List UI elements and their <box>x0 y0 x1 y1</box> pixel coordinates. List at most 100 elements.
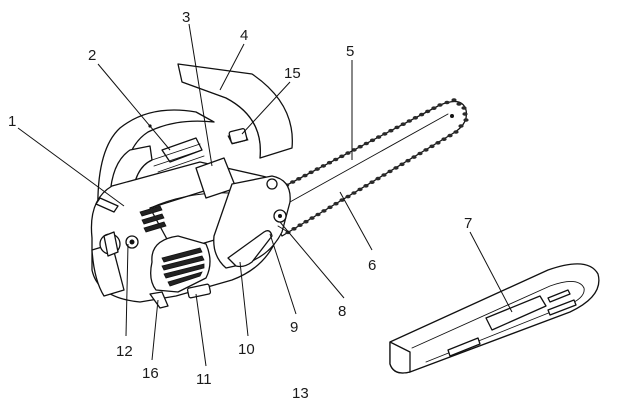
callout-7: 7 <box>464 215 472 232</box>
callout-1: 1 <box>8 113 16 130</box>
chain-link <box>376 135 382 139</box>
chain-link <box>399 162 405 167</box>
callout-labels: 1 2 3 4 5 6 7 8 9 10 11 12 13 15 16 <box>8 9 472 401</box>
chain-link <box>461 106 467 110</box>
bar-cover-slot-mid <box>547 289 571 303</box>
bar-cover-lip <box>389 341 411 374</box>
chain-link <box>388 128 394 133</box>
chain-link <box>314 167 320 171</box>
saw-chain <box>259 98 469 235</box>
bar-nose-rivet <box>450 114 454 118</box>
callout-5: 5 <box>346 43 354 60</box>
chain-link <box>453 130 459 134</box>
chain-link <box>297 223 303 227</box>
primer-bulb-inner <box>129 239 135 245</box>
callout-16: 16 <box>142 365 159 382</box>
chain-link <box>419 112 425 117</box>
lower-spike <box>149 291 169 309</box>
chain-link <box>423 148 429 152</box>
chain-link <box>458 124 464 128</box>
oil-cap <box>266 178 278 190</box>
guide-bar-cover <box>389 263 600 374</box>
chain-link <box>291 227 297 231</box>
callout-11: 11 <box>196 371 212 388</box>
chain-tensioner <box>277 225 289 233</box>
handle-grip-texture <box>151 143 205 173</box>
chain-link <box>296 177 302 181</box>
chain-link <box>456 102 462 106</box>
callout-6: 6 <box>368 257 376 274</box>
chain-link <box>351 191 357 195</box>
callout-4: 4 <box>240 27 248 44</box>
chain-link <box>375 176 381 181</box>
chain-link <box>406 119 412 123</box>
bar-nut-center <box>278 214 282 218</box>
chain-link <box>320 164 326 168</box>
rear-controls <box>95 128 249 257</box>
chain-link <box>411 155 417 159</box>
callout-15: 15 <box>284 65 301 82</box>
chain-link <box>462 112 468 116</box>
chain-link <box>303 219 309 224</box>
sprocket-cover-window <box>227 230 273 268</box>
chain-link <box>321 209 327 213</box>
hand-guard <box>177 63 293 159</box>
chain-link <box>333 201 339 206</box>
engine-body <box>90 157 291 303</box>
chain-link <box>369 180 375 184</box>
chain-link <box>412 116 418 120</box>
fuel-cap-tab <box>103 231 119 257</box>
bar-cover-slot-front <box>447 337 481 357</box>
starter-housing <box>149 235 212 309</box>
chain-link <box>369 138 376 143</box>
chain-link <box>425 109 431 114</box>
chain-link <box>315 212 321 217</box>
chain-link <box>333 157 339 162</box>
guide-bar-groove <box>271 113 449 213</box>
chain-link <box>308 170 314 175</box>
chain-link <box>394 125 400 130</box>
chain-link <box>345 194 351 199</box>
chain-link <box>463 118 469 122</box>
chain-link <box>382 132 388 136</box>
chain-link <box>417 151 423 156</box>
chain-link <box>431 106 437 110</box>
chain-link <box>405 158 411 163</box>
chain-link <box>357 187 363 192</box>
callout-10: 10 <box>238 341 255 358</box>
hand-guard-fold <box>181 81 261 159</box>
chain-link <box>363 141 369 146</box>
callout-8: 8 <box>338 303 346 320</box>
bar-cover-label <box>485 295 547 331</box>
chain-link <box>339 154 345 159</box>
callout-13: 13 <box>292 385 309 401</box>
chain-link <box>435 141 441 145</box>
chain-link <box>339 198 345 202</box>
chain-link <box>309 216 315 220</box>
callout-3: 3 <box>182 9 190 26</box>
chain-link <box>351 148 357 152</box>
guide-bar-and-chain <box>259 98 469 237</box>
rear-lower-cap <box>91 243 125 297</box>
callout-9: 9 <box>290 319 298 336</box>
bar-cover-slot-rear <box>547 299 577 316</box>
chain-link <box>400 122 406 126</box>
chain-link <box>381 173 387 177</box>
chain-link <box>437 103 443 107</box>
leader-lines <box>17 23 513 367</box>
callout-2: 2 <box>88 47 96 64</box>
air-vent-slots <box>139 205 167 233</box>
chain-link <box>363 184 369 188</box>
starter-grip <box>186 283 212 299</box>
choke-lever <box>95 197 119 213</box>
chain-link <box>357 144 363 149</box>
chain-link <box>441 137 447 141</box>
callout-12: 12 <box>116 343 133 360</box>
chain-link <box>429 144 435 149</box>
chain-link <box>302 173 308 178</box>
cooling-air-grille <box>161 247 205 287</box>
chain-link <box>327 205 333 210</box>
stop-switch <box>228 128 248 144</box>
chain-link <box>444 100 450 105</box>
